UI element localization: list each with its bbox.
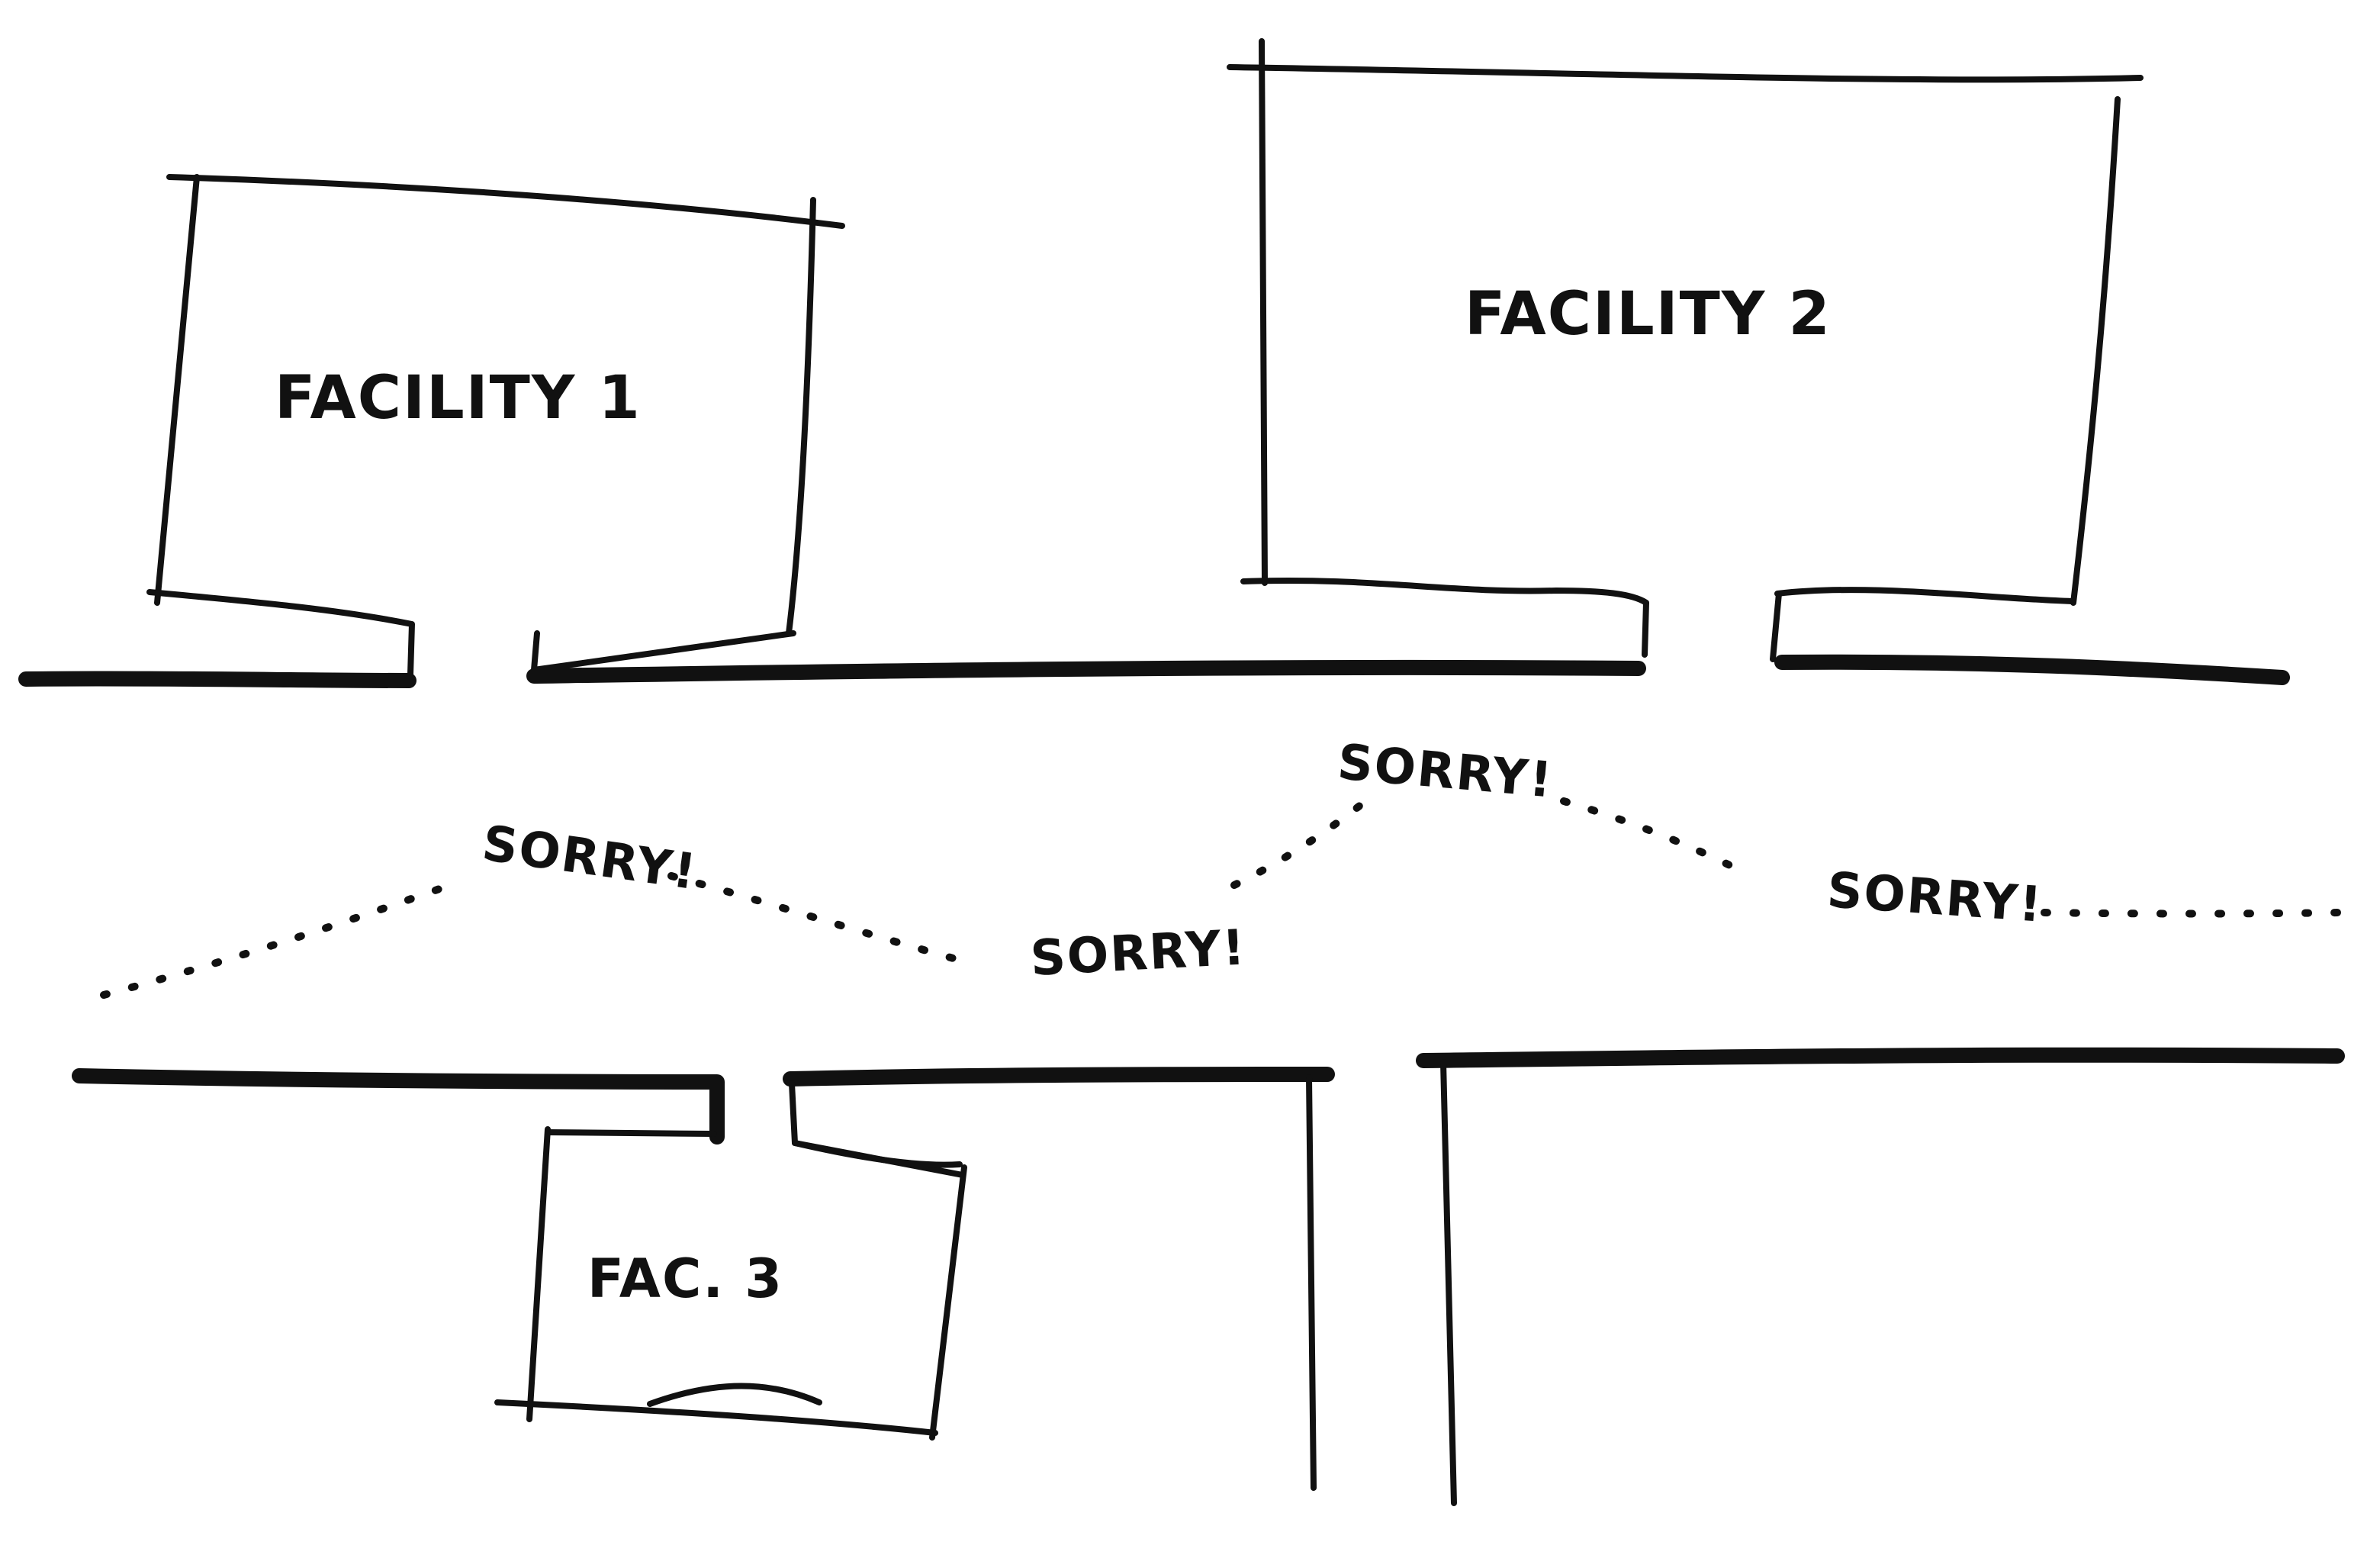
lower-street-wall — [72, 1047, 2345, 1145]
facility-2-building — [1227, 38, 2144, 662]
facility-3-label: FAC. 3 — [587, 1248, 783, 1310]
upper-street-wall — [18, 654, 2290, 688]
sorry-annotation-2: SORRY! — [1029, 919, 1248, 987]
sorry-annotation-1: SORRY! — [479, 816, 701, 902]
sorry-annotation-4: SORRY! — [1825, 862, 2045, 934]
walking-path — [100, 797, 2341, 999]
sorry-annotation-3: SORRY! — [1336, 734, 1555, 809]
facility-1-label: FACILITY 1 — [275, 364, 642, 433]
facility-3-building — [494, 1080, 967, 1441]
facility-2-label: FACILITY 2 — [1465, 280, 1832, 349]
side-street-walls — [1306, 1059, 1457, 1506]
